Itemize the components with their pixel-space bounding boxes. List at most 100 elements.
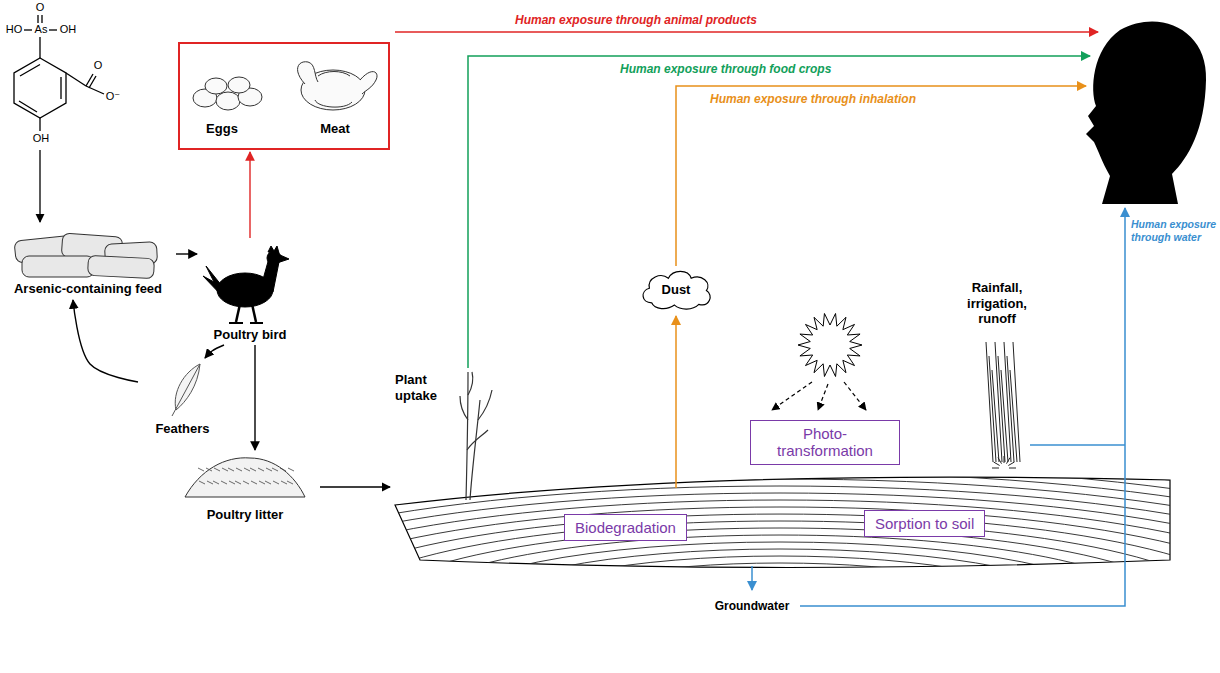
litter-stroke — [199, 481, 205, 484]
feather-figure — [172, 364, 200, 416]
litter-stroke — [251, 481, 257, 484]
molecule-bonds — [86, 86, 104, 94]
furrow-line — [404, 535, 1156, 610]
litter-stroke — [228, 468, 234, 471]
sun-rays — [798, 313, 862, 376]
plant-figure — [460, 372, 492, 500]
flow-arrow — [751, 566, 753, 590]
poultry-bird-figure — [280, 255, 289, 262]
poultry-bird-figure — [203, 246, 289, 323]
exposure-arrow — [1030, 444, 1125, 446]
poultry-bird-figure — [268, 246, 279, 253]
pathway-label: Human exposure through inhalation — [710, 92, 916, 106]
furrow-line — [370, 528, 1190, 610]
atom-label: OH — [60, 23, 77, 36]
plant-caption: Plant uptake — [395, 372, 453, 403]
process-box: Photo- transformation — [750, 420, 900, 465]
molecule-bonds — [14, 58, 66, 118]
rain-splash — [998, 458, 1002, 464]
flow-arrow — [73, 300, 138, 382]
meat-figure — [318, 72, 350, 77]
feather-caption-box: Feathers — [140, 360, 225, 436]
furrow-line — [98, 472, 1220, 610]
plant-figure — [460, 396, 468, 420]
node-label: Arsenic-containing feed — [14, 281, 162, 296]
node-label: Plant uptake — [395, 372, 453, 403]
rain-caption: Rainfall, irrigation, runoff — [955, 280, 1039, 327]
node-label: Meat — [295, 121, 375, 136]
molecule-bonds — [49, 29, 57, 30]
litter-stroke — [214, 468, 220, 471]
bird-caption-box: Poultry bird — [200, 240, 300, 342]
flow-arrow — [254, 345, 255, 450]
molecule-bonds — [39, 37, 40, 58]
sun-rays-arrows — [818, 384, 828, 410]
rain-splash — [992, 468, 999, 469]
meat-figure — [298, 62, 318, 84]
sun-rays-arrows — [772, 382, 812, 410]
node-label: Dust — [662, 282, 691, 297]
furrow-line — [234, 500, 1220, 610]
litter-stroke — [198, 468, 204, 471]
feed-caption-box: Arsenic-containing feed — [3, 226, 173, 296]
rain-splash — [1009, 468, 1016, 469]
furrow-line — [30, 458, 1220, 610]
litter-stroke — [236, 468, 242, 471]
rain-splash — [994, 462, 1000, 466]
atom-label: O⁻ — [106, 90, 120, 103]
exposure-arrow — [800, 208, 1125, 606]
litter-stroke — [272, 468, 278, 471]
litter-stroke — [206, 468, 212, 471]
node-label: Biodegradation — [575, 519, 676, 536]
feed-bags — [14, 233, 158, 279]
poultry-bird-figure — [229, 322, 263, 324]
feather-figure — [172, 364, 200, 416]
node-label: Eggs — [182, 121, 262, 136]
plant-figure — [468, 372, 473, 395]
sun-figure — [798, 313, 862, 376]
litter-caption-box: Poultry litter — [175, 452, 315, 522]
node-label: Sorption to soil — [875, 515, 974, 532]
molecule-bonds — [24, 29, 32, 30]
litter-stroke — [266, 468, 272, 471]
rain-streak — [1010, 370, 1017, 462]
litter-stroke — [229, 481, 235, 484]
sun-rays-arrows — [772, 382, 866, 410]
molecule-bonds — [19, 65, 61, 113]
molecule-bonds — [66, 73, 86, 86]
molecule-bonds — [14, 15, 104, 131]
atom-label: As — [35, 23, 48, 36]
eggs-figure — [216, 92, 240, 110]
rain-splash — [1007, 458, 1011, 464]
node-label: Rainfall, irrigation, runoff — [955, 280, 1039, 327]
litter-stroke — [243, 481, 249, 484]
molecule-bonds — [89, 76, 96, 88]
rain-splash — [1004, 456, 1005, 463]
litter-stroke — [258, 468, 264, 471]
flow-arrow — [39, 150, 40, 222]
litter-stroke — [287, 481, 293, 484]
poultry-bird-figure — [203, 266, 224, 298]
flow-arrow — [176, 253, 197, 254]
rain-figure — [986, 342, 1020, 468]
litter-stroke — [265, 481, 271, 484]
product-box: Eggs Meat — [178, 42, 390, 150]
human-silhouette — [1086, 21, 1206, 204]
sun-rays-arrows — [844, 382, 866, 410]
litter-stroke — [288, 468, 294, 471]
cloud-outline — [643, 271, 710, 309]
place-label: Groundwater — [715, 599, 790, 613]
poultry-bird-figure — [252, 304, 256, 322]
eggs-figure — [193, 77, 262, 110]
eggs-figure — [228, 77, 250, 93]
litter-stroke — [250, 468, 256, 471]
flow-arrow — [675, 316, 677, 488]
meat-figure — [360, 72, 377, 94]
litter-stroke — [244, 468, 250, 471]
node-label: Photo- transformation — [761, 425, 889, 460]
furrow-line — [268, 507, 1220, 610]
atom-label: HO — [6, 23, 23, 36]
